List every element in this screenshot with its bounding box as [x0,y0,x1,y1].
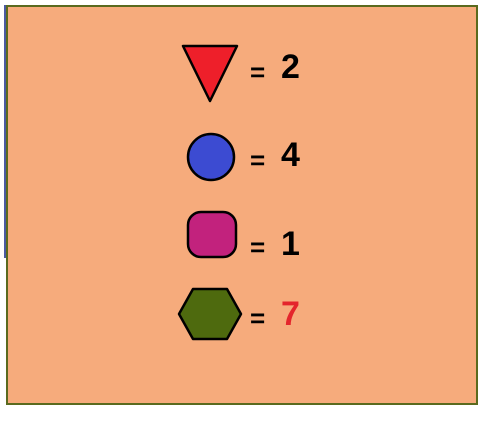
legend-panel: = 2 = 4 = 1 = 7 [6,5,478,405]
value-rounded-square: 1 [281,225,300,263]
circle-shape [186,132,236,182]
rounded-square-shape [186,210,238,259]
equals-sign-4: = [250,303,266,333]
value-triangle: 2 [281,48,300,86]
triangle-shape [181,44,239,103]
hexagon-icon [177,287,243,341]
equals-sign-2: = [250,145,266,175]
triangle-icon [181,44,239,103]
hexagon-shape [177,287,243,341]
equals-sign-3: = [250,232,266,262]
circle-icon [186,132,236,182]
equals-sign-1: = [250,57,266,87]
left-accent-bar [4,5,7,258]
value-hexagon: 7 [281,295,300,333]
rounded-square-icon [186,210,238,259]
value-circle: 4 [281,136,300,174]
